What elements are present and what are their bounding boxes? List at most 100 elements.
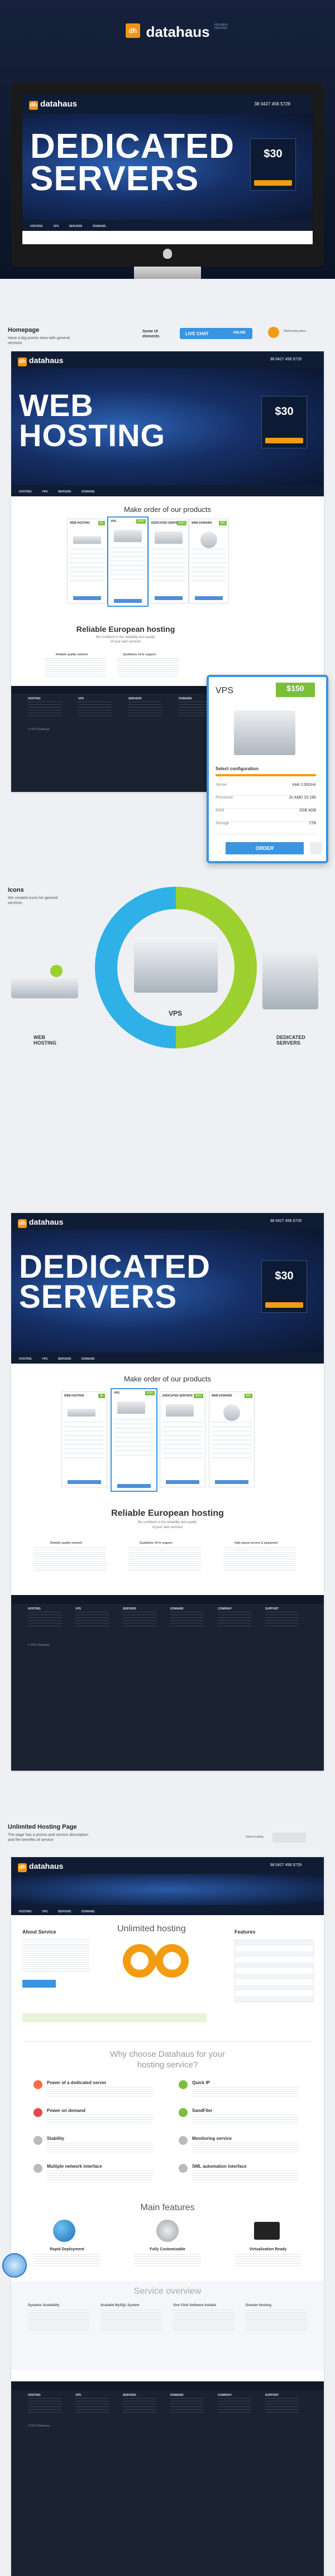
uh-nav-servers[interactable]: SERVERS [58,1910,71,1913]
vps-close-icon[interactable] [310,842,322,854]
uh-logo[interactable]: dh datahaus [18,1862,63,1872]
uh-footer: HOSTING VPS SERVERS DOMAINS COMPANY SUPP… [11,2390,324,2576]
site-logo[interactable]: dh datahaus [29,99,77,110]
ds-card-vps[interactable]: VPS$150 [111,1388,157,1492]
uh-footer-vps[interactable]: VPS [75,2394,82,2397]
ds-order-button[interactable] [265,1302,303,1308]
product-order-button[interactable] [117,1484,151,1488]
product-order-button[interactable] [215,1480,248,1484]
benefit-title: Power on demand [47,2108,85,2113]
wh-nav-domains[interactable]: DOMAINS [81,490,95,494]
unlimited-page: dh datahaus 38 0427 456 5729 HOSTING VPS… [11,1857,324,2576]
ds-card-web[interactable]: WEB HOSTING$1 [61,1391,107,1487]
wh-logo[interactable]: dh datahaus [18,356,63,366]
globe-icon [200,531,217,548]
globe-icon [223,1404,240,1421]
uh-footer-support[interactable]: SUPPORT [265,2394,279,2397]
wh-nav-hosting[interactable]: HOSTING [19,490,32,494]
vps-order-button[interactable]: ORDER [226,842,304,854]
uh-nav-domains[interactable]: DOMAINS [81,1910,95,1913]
benefit-text [47,2115,153,2126]
globe-icon [53,2220,75,2242]
footer-col-vps[interactable]: VPS [78,697,84,700]
view-toggle[interactable] [272,1833,306,1843]
footer-links [170,1612,204,1628]
footer-col-domains[interactable]: DOMAINS [179,697,192,700]
nav-servers[interactable]: SERVERS [69,225,83,228]
product-card-web[interactable]: WEB HOSTING$1 [67,519,107,603]
ds-logo[interactable]: dh datahaus [18,1217,63,1228]
uh-nav-hosting[interactable]: HOSTING [19,1910,32,1913]
ds-footer-vps[interactable]: VPS [75,1607,82,1611]
benefit: Stability [34,2136,156,2154]
footer-copyright: © 2013 Datahaus [28,728,50,731]
ds-card-domains[interactable]: WEB DOMAINS$45 [209,1391,255,1487]
unlimited-desc: The page has a promo and service descrip… [8,1833,88,1842]
product-card-vps[interactable]: VPS$150 [107,516,149,607]
ds-nav-hosting[interactable]: HOSTING [19,1357,32,1361]
uh-footer-servers[interactable]: SERVERS [123,2394,136,2397]
live-chat-button[interactable]: LIVE CHAT ONLINE [180,328,252,339]
product-order-button[interactable] [195,596,223,600]
uh-about-button[interactable] [22,1980,56,1988]
product-order-button[interactable] [155,596,183,600]
footer-links [28,702,61,718]
product-order-button[interactable] [68,1480,101,1484]
homepage-annotation: Homepage Have a big promo area with gene… [0,279,335,351]
product-price: $1 [98,521,105,525]
product-label: VPS [114,1391,120,1395]
uh-footer-hosting[interactable]: HOSTING [28,2394,41,2397]
uh-footer-company[interactable]: COMPANY [218,2394,232,2397]
wh-order-button[interactable] [265,438,303,443]
ds-phone: 38 0427 456 5729 [270,1219,302,1223]
mf-text [234,2254,302,2266]
product-card-dedicated[interactable]: DEDICATED SERVERS$150 [149,519,189,603]
product-order-button[interactable] [166,1480,199,1484]
wh-nav-vps[interactable]: VPS [42,490,48,494]
nav-domains[interactable]: DOMAINS [92,225,106,228]
uh-nav-vps[interactable]: VPS [42,1910,48,1913]
ds-footer-hosting[interactable]: HOSTING [28,1607,41,1611]
select-hosting-label: Select hosting [246,1835,264,1839]
ds-footer-domains[interactable]: DOMAINS [170,1607,184,1611]
uh-nav: HOSTING VPS SERVERS DOMAINS [11,1905,324,1915]
product-label: WEB HOSTING [64,1394,84,1398]
benefit-text [192,2143,298,2154]
product-label: DEDICATED SERVERS [162,1394,193,1398]
footer-links [28,2398,61,2415]
benefit-text [192,2171,298,2182]
server-tower-icon [166,1404,194,1417]
product-specs [111,547,145,580]
ov-text [28,2310,89,2332]
ds-card-dedicated[interactable]: DEDICATED SERVERS$150 [160,1391,205,1487]
online-label: ONLINE [233,331,246,335]
uh-logo-text: datahaus [28,1862,64,1871]
ds-footer-support[interactable]: SUPPORT [265,1607,279,1611]
product-specs [64,1421,104,1460]
hero-order-button[interactable] [254,180,292,186]
live-chat-label: LIVE CHAT [185,331,209,336]
nav-hosting[interactable]: HOSTING [30,225,43,228]
uh-footer-domains[interactable]: DOMAINS [170,2394,184,2397]
plan-dropdown[interactable] [268,327,279,338]
ds-nav-vps[interactable]: VPS [42,1357,48,1361]
product-card-domains[interactable]: WEB DOMAINS$45 [189,519,229,603]
router-icon [68,1409,95,1417]
footer-col-servers[interactable]: SERVERS [128,697,142,700]
ds-header: dh datahaus 38 0427 456 5729 [11,1213,324,1230]
ds-nav-domains[interactable]: DOMAINS [81,1357,95,1361]
ds-footer-servers[interactable]: SERVERS [123,1607,136,1611]
product-order-button[interactable] [114,599,142,603]
ds-nav-servers[interactable]: SERVERS [58,1357,71,1361]
clock-icon [2,2253,27,2278]
footer-col-hosting[interactable]: HOSTING [28,697,41,700]
network-icon [34,2164,42,2173]
vps-slider[interactable] [216,774,316,776]
wh-nav-servers[interactable]: SERVERS [58,490,71,494]
nav-vps[interactable]: VPS [53,225,59,228]
product-order-button[interactable] [73,596,101,600]
footer-links [265,1612,299,1628]
ds-footer-company[interactable]: COMPANY [218,1607,232,1611]
product-label: WEB DOMAINS [212,1394,232,1398]
